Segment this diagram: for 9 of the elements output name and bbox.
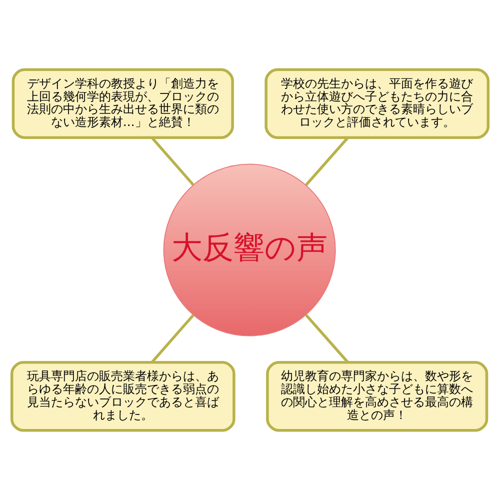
node-box: 幼児教育の専門家からは、数や形を認識し始めた小さな子どもに算数への関心と理解を高めさせる最高の構造との声！ [266, 361, 488, 432]
connector [150, 136, 194, 186]
connector [150, 314, 194, 364]
node-box: 学校の先生からは、平面を作る遊びから立体遊びへ子どもたちの力に合わせた使い方のできる素晴らしいブロックと評価されています。 [264, 68, 490, 139]
connector [304, 314, 349, 363]
node-box: 玩具専門店の販売業者様からは、あらゆる年齢の人に販売できる弱点の見当たらないブロックであると喜ばれました。 [10, 361, 236, 432]
node-box: デザイン学科の教授より「創造力を上回る幾何学的表現が、ブロックの法則の中から生み出せる世界に類のない造形素材…」と絶賛！ [12, 68, 234, 139]
connector [305, 136, 349, 186]
node-circle: 大反響の声 [163, 164, 336, 336]
